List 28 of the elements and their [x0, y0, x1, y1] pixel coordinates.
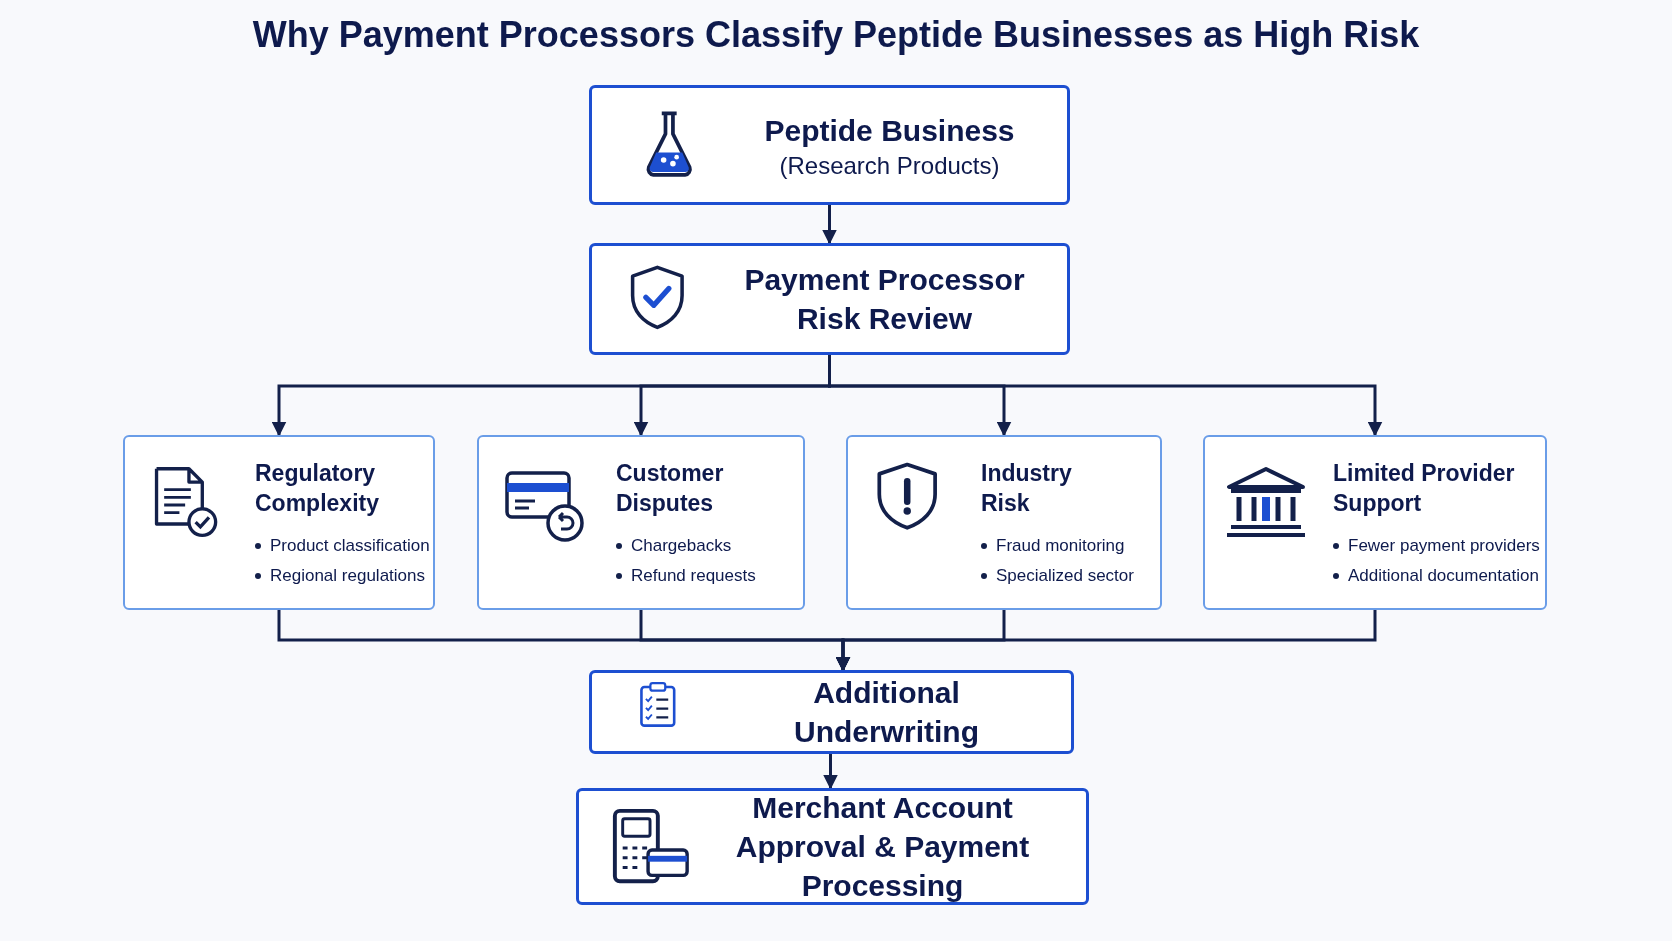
process-box	[576, 788, 1089, 905]
bullet-item: Additional documentation	[1348, 566, 1539, 587]
box-heading: Payment Processor Risk Review	[743, 262, 1026, 337]
process-box	[589, 243, 1070, 355]
diagram-title: Why Payment Processors Classify Peptide Businesses as High Risk	[251, 14, 1421, 56]
category-box	[123, 435, 435, 610]
bullet-item: Product classification	[270, 536, 430, 557]
bullet-item: Chargebacks	[631, 536, 732, 557]
connector-arrow	[822, 205, 837, 245]
process-box	[589, 85, 1070, 205]
bullet-item: Fewer payment providers	[1348, 536, 1540, 557]
box-heading: Regulatory Complexity	[255, 458, 380, 518]
box-subtitle: (Research Products)	[779, 151, 1000, 180]
box-heading: Limited Provider Support	[1333, 458, 1516, 518]
box-heading: Peptide Business	[764, 112, 1015, 149]
box-heading: Customer Disputes	[616, 458, 725, 518]
bullet-item: Refund requests	[631, 566, 756, 587]
process-box	[589, 670, 1074, 754]
category-box	[477, 435, 805, 610]
bullet-item: Specialized sector	[996, 566, 1134, 587]
bullet-item: Regional regulations	[270, 566, 425, 587]
connector-arrow	[823, 754, 838, 790]
bullet-item: Fraud monitoring	[996, 536, 1125, 557]
box-heading: Industry Risk	[981, 458, 1073, 518]
box-heading: Additional Underwriting	[793, 675, 980, 750]
category-box	[846, 435, 1162, 610]
category-box	[1203, 435, 1547, 610]
box-heading: Merchant Account Approval & Payment Processing	[734, 790, 1031, 904]
